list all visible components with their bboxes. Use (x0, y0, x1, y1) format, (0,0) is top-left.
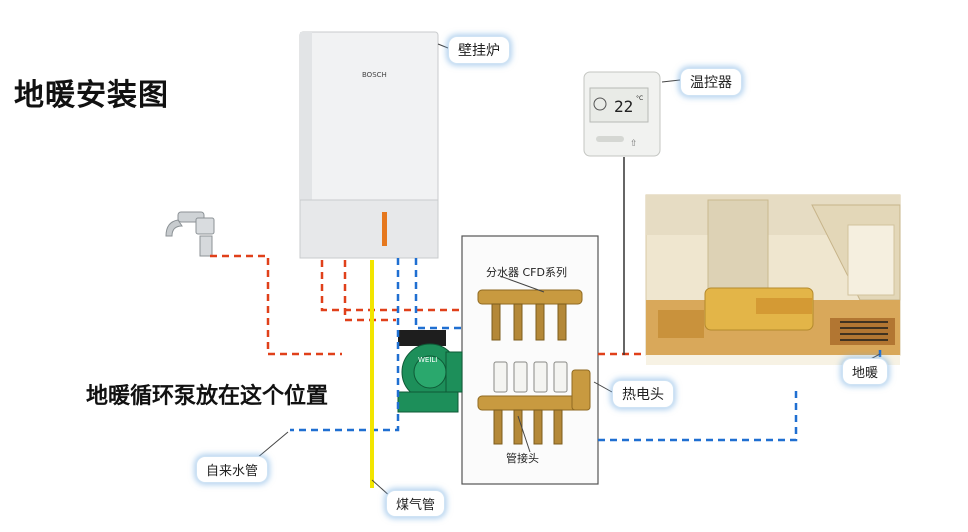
hot-water-line (210, 254, 646, 356)
manifold-series-label: 分水器 CFD系列 (486, 265, 567, 279)
thermostat-unit: °C (636, 95, 643, 102)
manifold (461, 235, 599, 485)
boiler-logo: BOSCH (362, 71, 387, 79)
pipe-joint-label: 管接头 (506, 451, 539, 465)
callout-tap-water-pipe: 自来水管 (196, 456, 269, 483)
boiler-unit: BOSCH (299, 31, 439, 259)
circulation-pump: WEILI (397, 330, 463, 413)
callout-boiler: 壁挂炉 (448, 36, 510, 64)
thermostat-device: 22 °C ⇧ (583, 71, 661, 157)
faucet-icon (165, 211, 215, 257)
room-illustration (645, 194, 901, 365)
callout-thermostat: 温控器 (680, 68, 742, 96)
pump-logo: WEILI (418, 356, 437, 364)
thermostat-arrows-icon: ⇧ (630, 139, 638, 149)
pump-position-note: 地暖循环泵放在这个位置 (86, 384, 329, 409)
page-title: 地暖安装图 (14, 78, 169, 113)
callout-thermo-head: 热电头 (612, 380, 674, 408)
callout-floor-heating: 地暖 (842, 358, 889, 385)
callout-gas-pipe: 煤气管 (386, 490, 446, 517)
thermostat-temperature: 22 (614, 97, 633, 116)
